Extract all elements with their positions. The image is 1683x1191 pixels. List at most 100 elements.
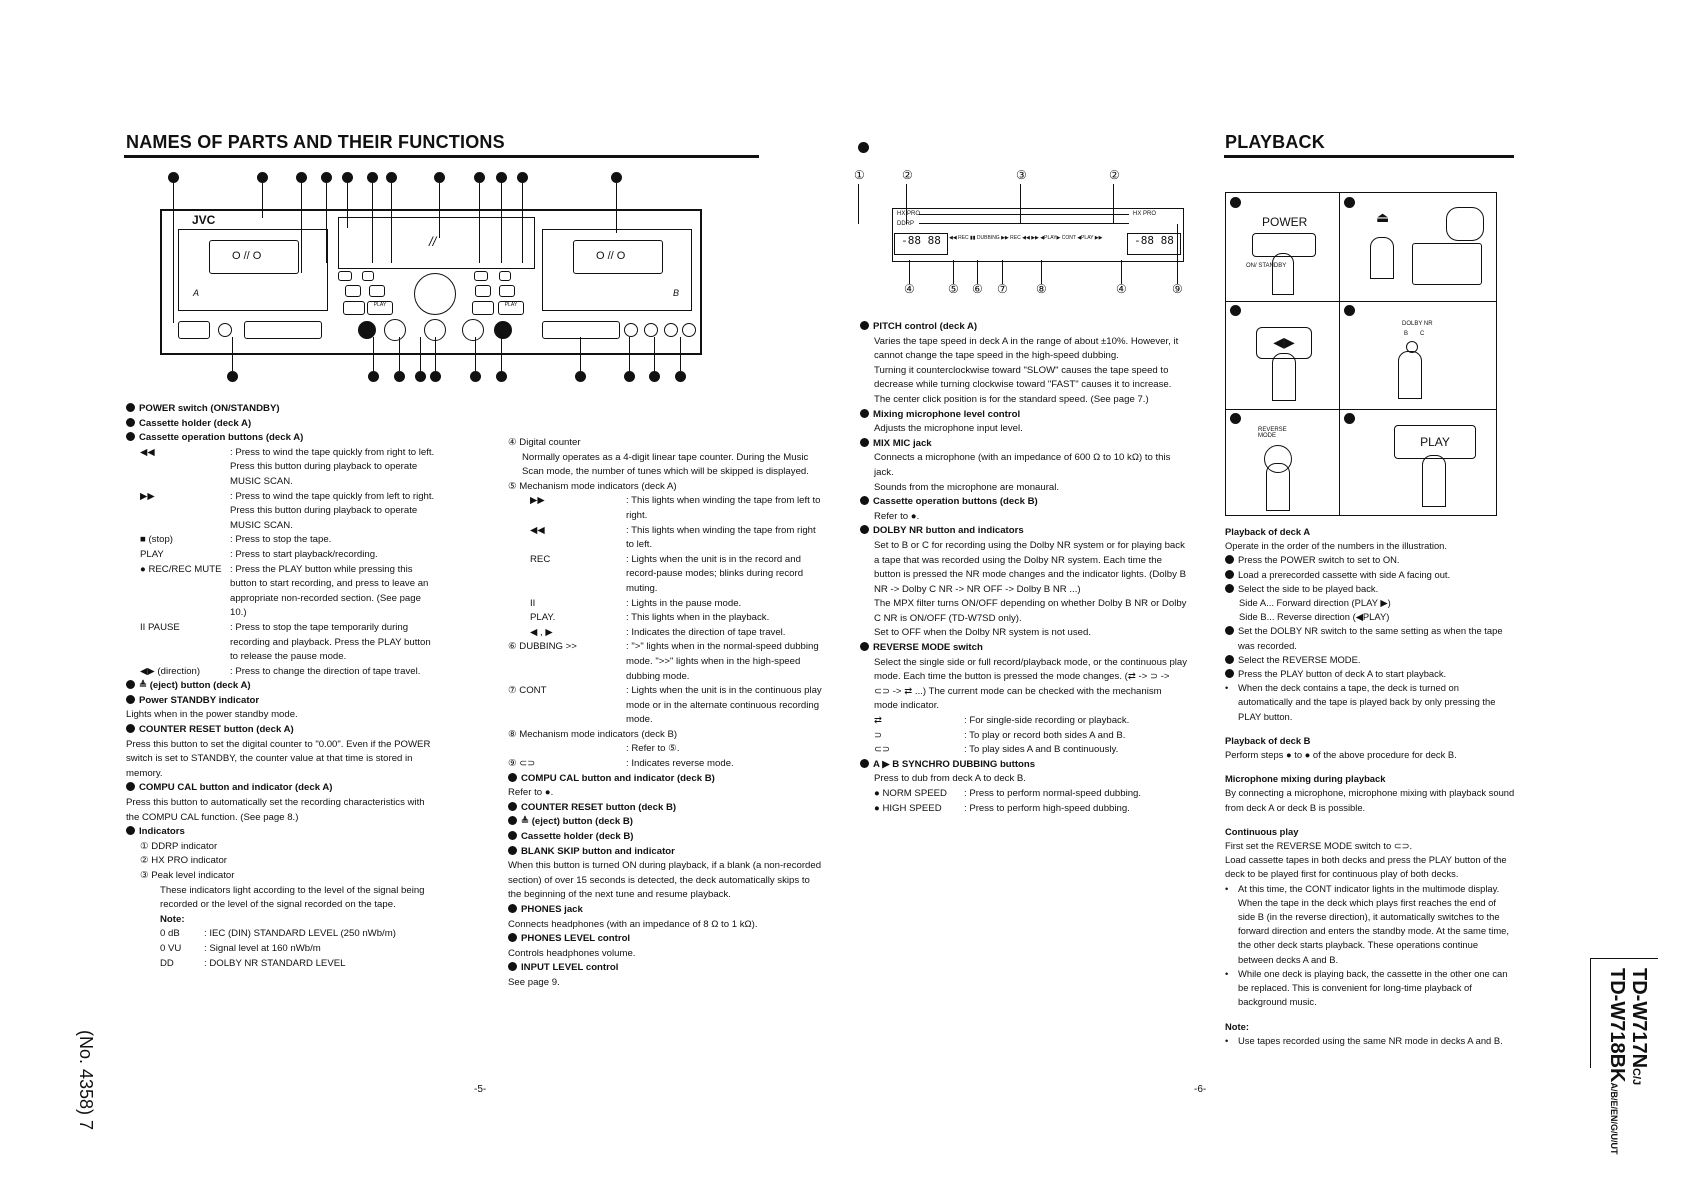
power-switch[interactable]	[178, 321, 210, 339]
dolby-nr-button[interactable]	[624, 323, 638, 337]
callout-bullet	[470, 371, 481, 382]
callout-bullet	[368, 371, 379, 382]
document-number: (No. 4358) 7	[76, 1030, 96, 1131]
cassette-window-a: O // O	[232, 250, 262, 262]
model-label-1: TD-W717NC/J	[1628, 968, 1650, 1086]
pitch-knob[interactable]	[414, 273, 456, 315]
deck-a-label: A	[193, 288, 200, 298]
finger-icon	[1422, 455, 1446, 507]
counter-reset-a-button[interactable]	[338, 271, 352, 281]
callout-bullet	[496, 172, 507, 183]
parts-column-1: POWER switch (ON/STANDBY) Cassette holde…	[126, 402, 438, 971]
front-panel-diagram: JVC O // O A // O // O B PLAY	[124, 165, 764, 390]
brand-logo: JVC	[192, 213, 216, 227]
right-section-title: PLAYBACK	[1225, 132, 1325, 152]
callout-bullet	[386, 172, 397, 183]
callout-bullet	[611, 172, 622, 183]
compu-cal-b-button[interactable]	[499, 271, 511, 281]
callout-bullet	[367, 172, 378, 183]
item-heading: Cassette operation buttons (deck A)	[126, 431, 438, 446]
play-a-button[interactable]: PLAY	[367, 301, 393, 315]
synchro-high-button[interactable]	[682, 323, 696, 337]
direction-button-illustration: ◀▶	[1256, 327, 1312, 359]
callout-bullet	[675, 371, 686, 382]
stop-b-button[interactable]	[472, 301, 494, 315]
mix-level-knob[interactable]	[462, 319, 484, 341]
left-title-rule	[124, 155, 759, 158]
finger-icon	[1272, 353, 1296, 401]
callout-bullet	[430, 371, 441, 382]
mix-mic-jack[interactable]	[494, 321, 512, 339]
callout-bullet	[517, 172, 528, 183]
illus-reverse-label: REVERSE MODE	[1258, 427, 1287, 439]
rec-a-button[interactable]	[345, 285, 361, 297]
play-label: PLAY	[373, 302, 387, 308]
item-heading: Cassette holder (deck A)	[126, 417, 438, 432]
counter-reset-b-button[interactable]	[474, 271, 488, 281]
finger-icon	[1266, 463, 1290, 511]
phones-jack[interactable]	[358, 321, 376, 339]
item-heading: POWER switch (ON/STANDBY)	[126, 402, 438, 417]
finger-icon	[1398, 351, 1422, 399]
callout-bullet	[649, 371, 660, 382]
play-label: PLAY	[504, 302, 518, 308]
cassette-window-b: O // O	[596, 250, 626, 262]
callout-bullet	[168, 172, 179, 183]
callout-bullet	[624, 371, 635, 382]
playback-illustration: POWER ON/ STANDBY ⏏ ◀▶ DOLBY NR B C REVE…	[1225, 192, 1497, 516]
display-panel: HX PRO DDRP HX PRO -88 88 ◀◀ REC ▮▮ DUBB…	[892, 208, 1184, 262]
illus-dolby-label: DOLBY NR	[1402, 321, 1433, 327]
illus-dolby-b: B	[1404, 331, 1409, 337]
display-indicator-diagram: ① ② ③ ② HX PRO DDRP HX PRO -88 88 ◀◀ REC…	[854, 168, 1184, 296]
display-slash: //	[429, 234, 437, 249]
eject-icon: ⏏	[1376, 209, 1390, 225]
synchro-norm-button[interactable]	[664, 323, 678, 337]
callout-bullet	[321, 172, 332, 183]
display-window: //	[338, 217, 535, 269]
callout-bullet	[434, 172, 445, 183]
cassette-icon	[1412, 243, 1482, 285]
callout-bullet	[227, 371, 238, 382]
section-bullet	[858, 142, 869, 153]
side-label-rule	[1590, 958, 1658, 959]
callout-bullet	[296, 172, 307, 183]
model-label-2: TD-W718BKA/B/E/EN/G/U/UT	[1606, 968, 1628, 1155]
callout-bullet	[415, 371, 426, 382]
deck-b-label: B	[673, 288, 680, 298]
standby-indicator	[218, 323, 232, 337]
reverse-mode-button[interactable]	[644, 323, 658, 337]
deck-body: JVC O // O A // O // O B PLAY	[160, 209, 702, 355]
play-b-button[interactable]: PLAY	[498, 301, 524, 315]
finger-icon	[1370, 237, 1394, 279]
page-number-left: -5-	[474, 1084, 487, 1095]
callout-bullet	[575, 371, 586, 382]
right-title-rule	[1224, 155, 1514, 158]
parts-column-3: PITCH control (deck A) Varies the tape s…	[860, 320, 1188, 816]
stop-a-button[interactable]	[343, 301, 365, 315]
left-section-title: NAMES OF PARTS AND THEIR FUNCTIONS	[126, 132, 505, 152]
callout-bullet	[257, 172, 268, 183]
phones-level-knob[interactable]	[384, 319, 406, 341]
page-number-right: -6-	[1194, 1084, 1207, 1095]
finger-icon	[1272, 253, 1294, 295]
illus-onstandby-label: ON/ STANDBY	[1246, 263, 1287, 269]
pause-a-button[interactable]	[369, 285, 385, 297]
callout-bullet	[342, 172, 353, 183]
playback-column: Playback of deck A Operate in the order …	[1225, 526, 1515, 1046]
operation-buttons-a[interactable]	[244, 321, 322, 339]
cassette-holder-a: O // O A	[178, 229, 328, 311]
callout-bullet	[394, 371, 405, 382]
hand-icon	[1446, 207, 1484, 241]
operation-buttons-b[interactable]	[542, 321, 620, 339]
callout-bullet	[474, 172, 485, 183]
play-button-illustration: PLAY	[1394, 425, 1476, 459]
callout-bullet	[496, 371, 507, 382]
pause-b-button[interactable]	[499, 285, 515, 297]
illus-power-label: POWER	[1262, 215, 1308, 229]
illus-dolby-c: C	[1420, 331, 1425, 337]
side-label-rule-v	[1590, 958, 1591, 1068]
compu-cal-a-button[interactable]	[362, 271, 374, 281]
rec-b-button[interactable]	[475, 285, 491, 297]
cassette-holder-b: O // O B	[542, 229, 692, 311]
parts-column-2: ④ Digital counter Normally operates as a…	[508, 437, 822, 988]
